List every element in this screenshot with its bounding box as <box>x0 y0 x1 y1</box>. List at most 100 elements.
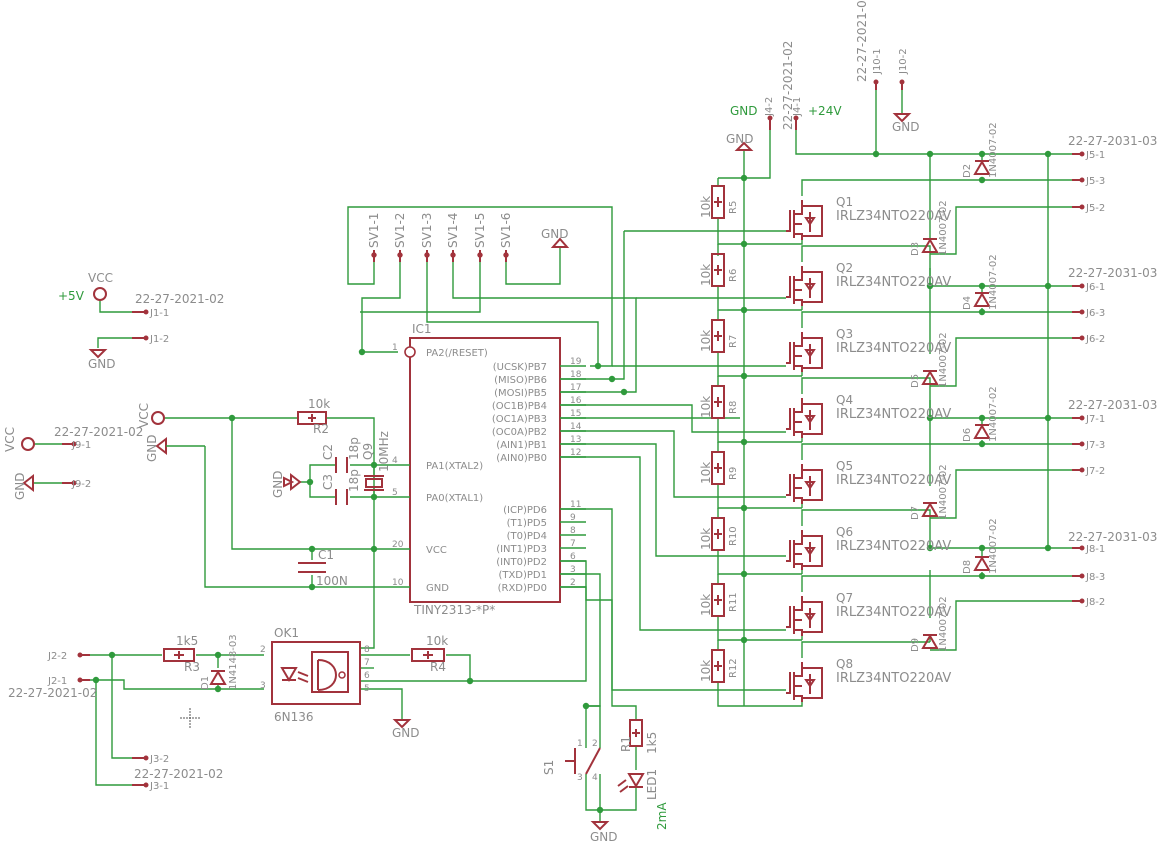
diode-ref: D2 <box>962 164 973 178</box>
r1-value: 1k5 <box>645 732 659 754</box>
bank-resistor <box>711 451 725 485</box>
j3-1-label: J3-1 <box>149 781 169 792</box>
j4-1-label: J4-1 <box>792 97 803 117</box>
sv1-label: SV1-6 <box>499 213 513 248</box>
chip-pin-number: 9 <box>570 513 576 523</box>
sv1-pin-dot <box>397 252 403 258</box>
chip-pin-name: (INT0)PD2 <box>496 557 547 568</box>
ok1-pin3: 3 <box>260 681 266 691</box>
bank-resistor-value: 10k <box>699 594 713 616</box>
gnd-flag-left: GND <box>145 434 205 462</box>
ok1-pin8: 8 <box>364 645 370 655</box>
bank-resistor <box>711 517 725 551</box>
flyback-diode <box>921 634 939 649</box>
chip-pin-name: (UCSK)PB7 <box>493 362 547 373</box>
mosfet-body-diode <box>804 476 816 496</box>
plus24-label: +24V <box>808 104 842 118</box>
output-connector-label: J8-3 <box>1085 572 1105 583</box>
diode-ref: D5 <box>910 374 921 388</box>
chip-pin-name: (TXD)PD1 <box>498 570 547 581</box>
chip-pin-name: (MOSI)PB5 <box>494 388 547 399</box>
chip-pin-number: 18 <box>570 370 582 380</box>
c1-value: 100N <box>316 574 348 588</box>
mosfet-body <box>786 332 803 372</box>
ok1-pin7: 7 <box>364 658 370 668</box>
output-pin-dot <box>1079 415 1085 421</box>
vcc-label-top: VCC <box>88 271 113 285</box>
j2-part-label: 22-27-2021-02 <box>8 686 97 700</box>
chip-pin-name: (OC1A)PB3 <box>492 414 547 425</box>
chip-pin-number: 14 <box>570 422 582 432</box>
switch-s1: S1 1 2 3 4 GND <box>542 739 618 844</box>
output-pin-dot <box>1079 204 1085 210</box>
j4-connector: J4-2 22-27-2021-02 J4-1 GND +24V <box>730 41 842 130</box>
mosfet-frame <box>802 667 823 699</box>
bank-resistor <box>711 649 725 683</box>
led-led1: LED1 2mA <box>617 769 669 830</box>
diode-value: 1N4007-02 <box>938 596 949 652</box>
bank-resistor-ref: R11 <box>728 592 739 612</box>
mosfet-value: IRLZ34NTO220AV <box>836 341 951 356</box>
r2-value: 10k <box>308 397 330 411</box>
chip-pin-number: 4 <box>392 456 398 466</box>
j9-connector: VCC J9-1 22-27-2021-02 GND J9-2 <box>3 425 143 500</box>
output-connector-part: 22-27-2031-03 <box>1068 398 1157 412</box>
ok1-ref: OK1 <box>274 626 299 640</box>
chip-pin-number: 13 <box>570 435 581 445</box>
c2-ref: C2 <box>321 444 335 460</box>
chip-pin-name: (AIN0)PB0 <box>496 453 547 464</box>
mosfet-ref: Q4 <box>836 393 853 407</box>
chip-pin-name: PA2(/RESET) <box>426 348 488 359</box>
d1-value: 1N4148-03 <box>228 634 239 690</box>
bank-resistor-mark <box>714 197 722 207</box>
output-connector-part: 22-27-2031-03 <box>1068 530 1157 544</box>
j2-1-label: J2-1 <box>47 676 67 687</box>
bank-resistor-value: 10k <box>699 330 713 352</box>
j10-gnd-label: GND <box>892 120 920 134</box>
output-pin-dot <box>1079 598 1085 604</box>
vcc-flag: VCC <box>137 403 165 428</box>
j10-connector: 22-27-2021-02 J10-1 J10-2 GND <box>855 0 920 134</box>
mosfet-body <box>786 398 803 438</box>
mosfet-value: IRLZ34NTO220AV <box>836 671 951 686</box>
bank-resistor-value: 10k <box>699 528 713 550</box>
r4-value: 10k <box>426 634 448 648</box>
bank-resistor-mark <box>714 265 722 275</box>
capacitor-c1: C1 100N <box>298 548 348 588</box>
diode-value: 1N4007-02 <box>988 518 999 574</box>
ok1-pin5: 5 <box>364 684 370 694</box>
bank-resistor-value: 10k <box>699 462 713 484</box>
diode-ref: D7 <box>910 506 921 520</box>
sv1-label: SV1-1 <box>367 213 381 248</box>
mosfet-ref: Q6 <box>836 525 853 539</box>
mosfet-body <box>786 596 803 636</box>
output-connector-label: J8-2 <box>1085 597 1105 608</box>
r3-ref: R3 <box>184 660 200 674</box>
sv1-label: SV1-5 <box>473 213 487 248</box>
chip-pin-number: 20 <box>392 540 404 550</box>
mosfet-value: IRLZ34NTO220AV <box>836 209 951 224</box>
bank-resistor <box>711 185 725 219</box>
sv1-pin-dot <box>371 252 377 258</box>
gnd-top-label: GND <box>726 132 754 146</box>
mosfet-ref: Q8 <box>836 657 853 671</box>
c2-value: 18p <box>347 437 361 460</box>
chip-pin-name: (ICP)PD6 <box>503 505 547 516</box>
bank-resistor-ref: R7 <box>728 335 739 348</box>
ok1-pin6: 6 <box>364 671 370 681</box>
mosfet-frame <box>802 601 823 633</box>
output-pin-dot <box>1079 309 1085 315</box>
mosfet-body <box>786 266 803 306</box>
j1-part-label: 22-27-2021-02 <box>135 292 224 306</box>
diode-value: 1N4007-02 <box>988 122 999 178</box>
mosfet-body <box>786 464 803 504</box>
j1-2-label: J1-2 <box>149 334 169 345</box>
chip-pin-name: PA1(XTAL2) <box>426 461 483 472</box>
flyback-diode <box>921 238 939 253</box>
sv1-label: SV1-3 <box>420 213 434 248</box>
output-pin-dot <box>1079 283 1085 289</box>
j3-2-label: J3-2 <box>149 754 169 765</box>
